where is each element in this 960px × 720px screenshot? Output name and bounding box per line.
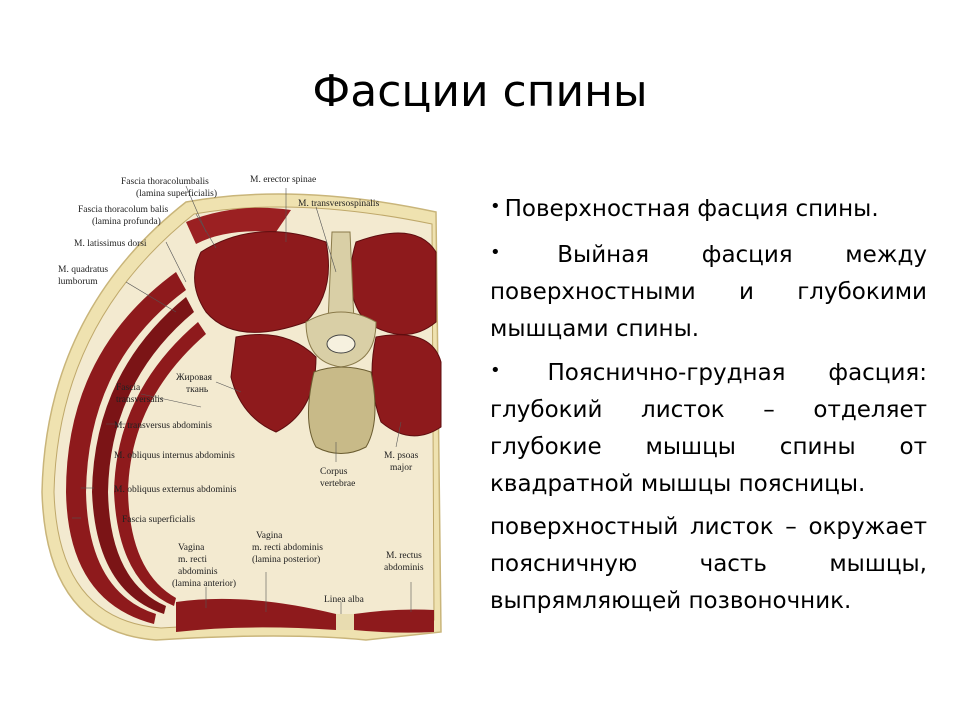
bullet-text-1: Поверхностная фасция спины.: [504, 196, 879, 222]
label-quadratus-1: M. quadratus: [58, 265, 108, 275]
vertebra-spinous-process: [327, 231, 355, 323]
bullet-item-1: •Поверхностная фасция спины.: [490, 188, 927, 228]
paragraph-item-4: поверхностный листок – окружает поясничн…: [490, 509, 927, 620]
psoas-major-right: [371, 334, 442, 437]
slide-title: Фасции спины: [312, 66, 648, 117]
linea-alba-mark: [336, 614, 354, 630]
label-fascia-thoracolumbalis-prof: Fascia thoracolum balis: [78, 205, 169, 215]
label-erector-spinae: M. erector spinae: [250, 175, 316, 185]
label-fascia-transversalis-1: Fascia: [116, 383, 141, 393]
bullet-glyph: •: [490, 360, 501, 381]
label-vagina-ant-4: (lamina anterior): [172, 578, 236, 589]
latissimus-dorsi-muscle: [186, 207, 291, 244]
label-fascia-transversalis-2: transversalis: [116, 395, 164, 405]
leader-lines: [72, 185, 412, 614]
label-obliquus-internus: M. obliquus internus abdominis: [114, 451, 235, 461]
label-quadratus-2: lumborum: [58, 277, 98, 287]
paragraph-text-4: поверхностный листок – окружает поясничн…: [490, 514, 927, 614]
obliquus-internus-muscle: [92, 297, 194, 614]
label-vagina-post-2: m. recti abdominis: [252, 543, 323, 553]
label-vagina-ant-3: abdominis: [178, 567, 218, 577]
label-vagina-ant-1: Vagina: [178, 543, 205, 553]
bullet-glyph: •: [490, 196, 501, 217]
bullet-glyph: •: [490, 242, 501, 263]
erector-spinae-left: [194, 231, 329, 333]
anatomy-figure: Fascia thoracolumbalis (lamina superfici…: [36, 162, 446, 662]
label-transversospinalis: M. transversospinalis: [298, 199, 380, 209]
label-vagina-ant-2: m. recti: [178, 555, 207, 565]
label-latissimus-dorsi: M. latissimus dorsi: [74, 239, 147, 249]
label-lamina-profunda: (lamina profunda): [92, 216, 161, 227]
bullet-text-3: Пояснично-грудная фасция: глубокий листо…: [490, 360, 927, 497]
label-transversus-abdominis: M. transversus abdominis: [114, 421, 212, 431]
bullet-list: •Поверхностная фасция спины. • Выйная фа…: [490, 188, 927, 624]
label-fascia-thoracolumbalis-sup: Fascia thoracolumbalis: [121, 177, 209, 187]
label-corpus-1: Corpus: [320, 467, 348, 477]
label-fat-1: Жировая: [176, 373, 213, 383]
rectus-abdominis-left: [176, 598, 336, 632]
label-psoas-1: M. psoas: [384, 451, 419, 461]
label-linea-alba: Linea alba: [324, 595, 365, 605]
back-cross-section-illustration: Fascia thoracolumbalis (lamina superfici…: [41, 175, 442, 641]
vertebral-body: [307, 366, 376, 454]
bullet-item-3: • Пояснично-грудная фасция: глубокий лис…: [490, 352, 927, 503]
transversus-abdominis-muscle: [114, 322, 206, 606]
label-psoas-2: major: [390, 463, 413, 473]
rectus-abdominis-right: [354, 609, 434, 633]
spinal-canal: [326, 334, 356, 354]
label-rectus-2: abdominis: [384, 563, 424, 573]
label-corpus-2: vertebrae: [320, 479, 355, 489]
label-vagina-post-3: (lamina posterior): [252, 554, 320, 565]
bullet-text-2: Выйная фасция между поверхностными и глу…: [490, 242, 928, 342]
label-fat-2: ткань: [186, 385, 209, 395]
obliquus-externus-muscle: [66, 272, 186, 624]
quadratus-lumborum-left: [230, 334, 317, 433]
label-fascia-superficialis: Fascia superficialis: [122, 514, 195, 525]
label-vagina-post-1: Vagina: [256, 531, 283, 541]
label-lamina-superficialis: (lamina superficialis): [136, 188, 217, 199]
label-rectus-1: M. rectus: [386, 551, 422, 561]
label-obliquus-externus: M. obliquus externus abdominis: [114, 485, 237, 495]
bullet-item-2: • Выйная фасция между поверхностными и г…: [490, 234, 927, 348]
